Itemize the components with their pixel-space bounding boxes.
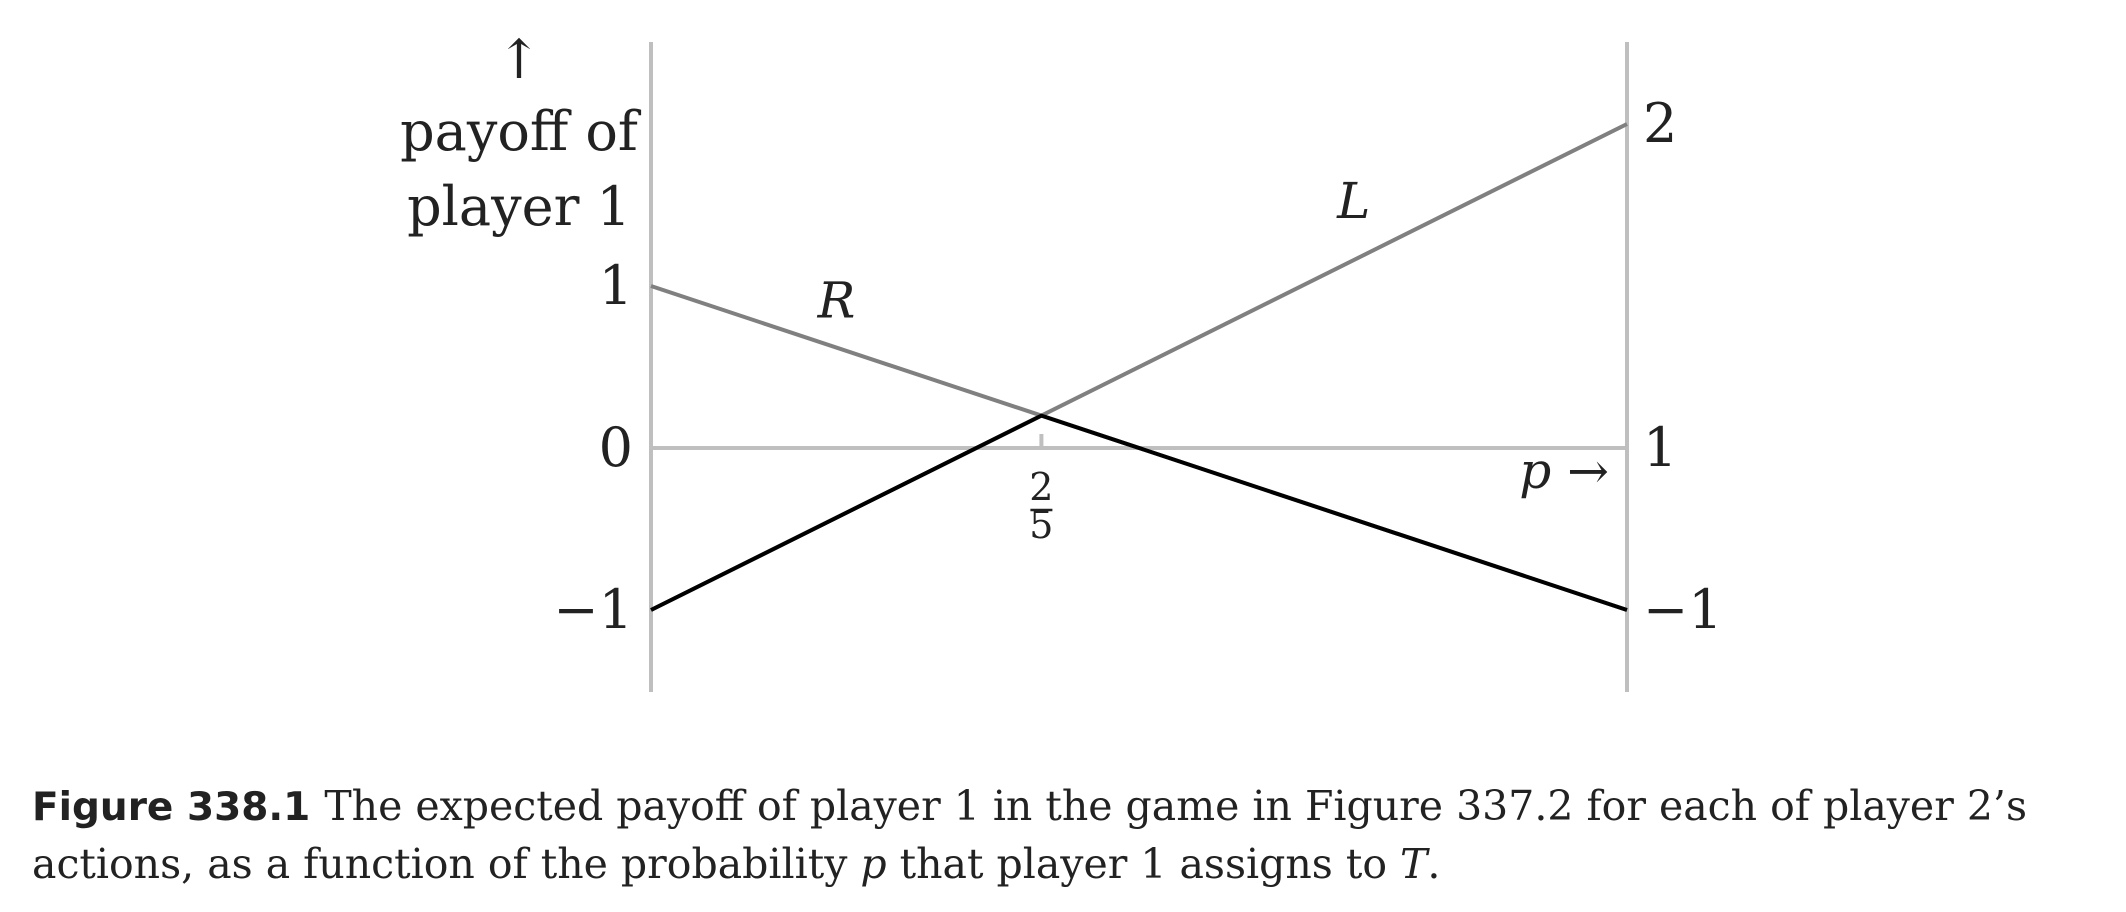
caption-text: . [1427, 840, 1441, 888]
lower-envelope-line [650, 413, 1628, 612]
y-axis-arrow-icon: ↑ [496, 28, 541, 91]
series-label-L: L [1336, 172, 1370, 230]
right-tick-label: −1 [1643, 578, 1723, 641]
x-tick-numerator: 2 [1029, 465, 1053, 509]
y-axis-label-line1: payoff of [400, 100, 642, 163]
left-tick-label: 0 [599, 416, 633, 479]
caption-variable-p: p [860, 840, 887, 888]
y-axis-label-line2: player 1 [407, 175, 631, 238]
left-tick-label: −1 [553, 578, 633, 641]
series-label-R: R [817, 272, 856, 330]
left-tick-label: 1 [599, 254, 633, 317]
x-tick-denominator: 5 [1029, 503, 1053, 547]
x-axis-label: p → [1519, 442, 1609, 500]
right-tick-label: 1 [1643, 416, 1677, 479]
caption-text: The expected payoff of player 1 in the g… [32, 782, 2027, 888]
caption-variable-T: T [1400, 840, 1428, 888]
right-tick-label: 2 [1643, 92, 1677, 155]
payoff-chart: L R 1 0 −1 2 1 −1 2 5 p → ↑ payoff of pl… [400, 28, 1723, 692]
figure-label: Figure 338.1 [32, 785, 311, 830]
caption-text: that player 1 assigns to [886, 840, 1401, 888]
